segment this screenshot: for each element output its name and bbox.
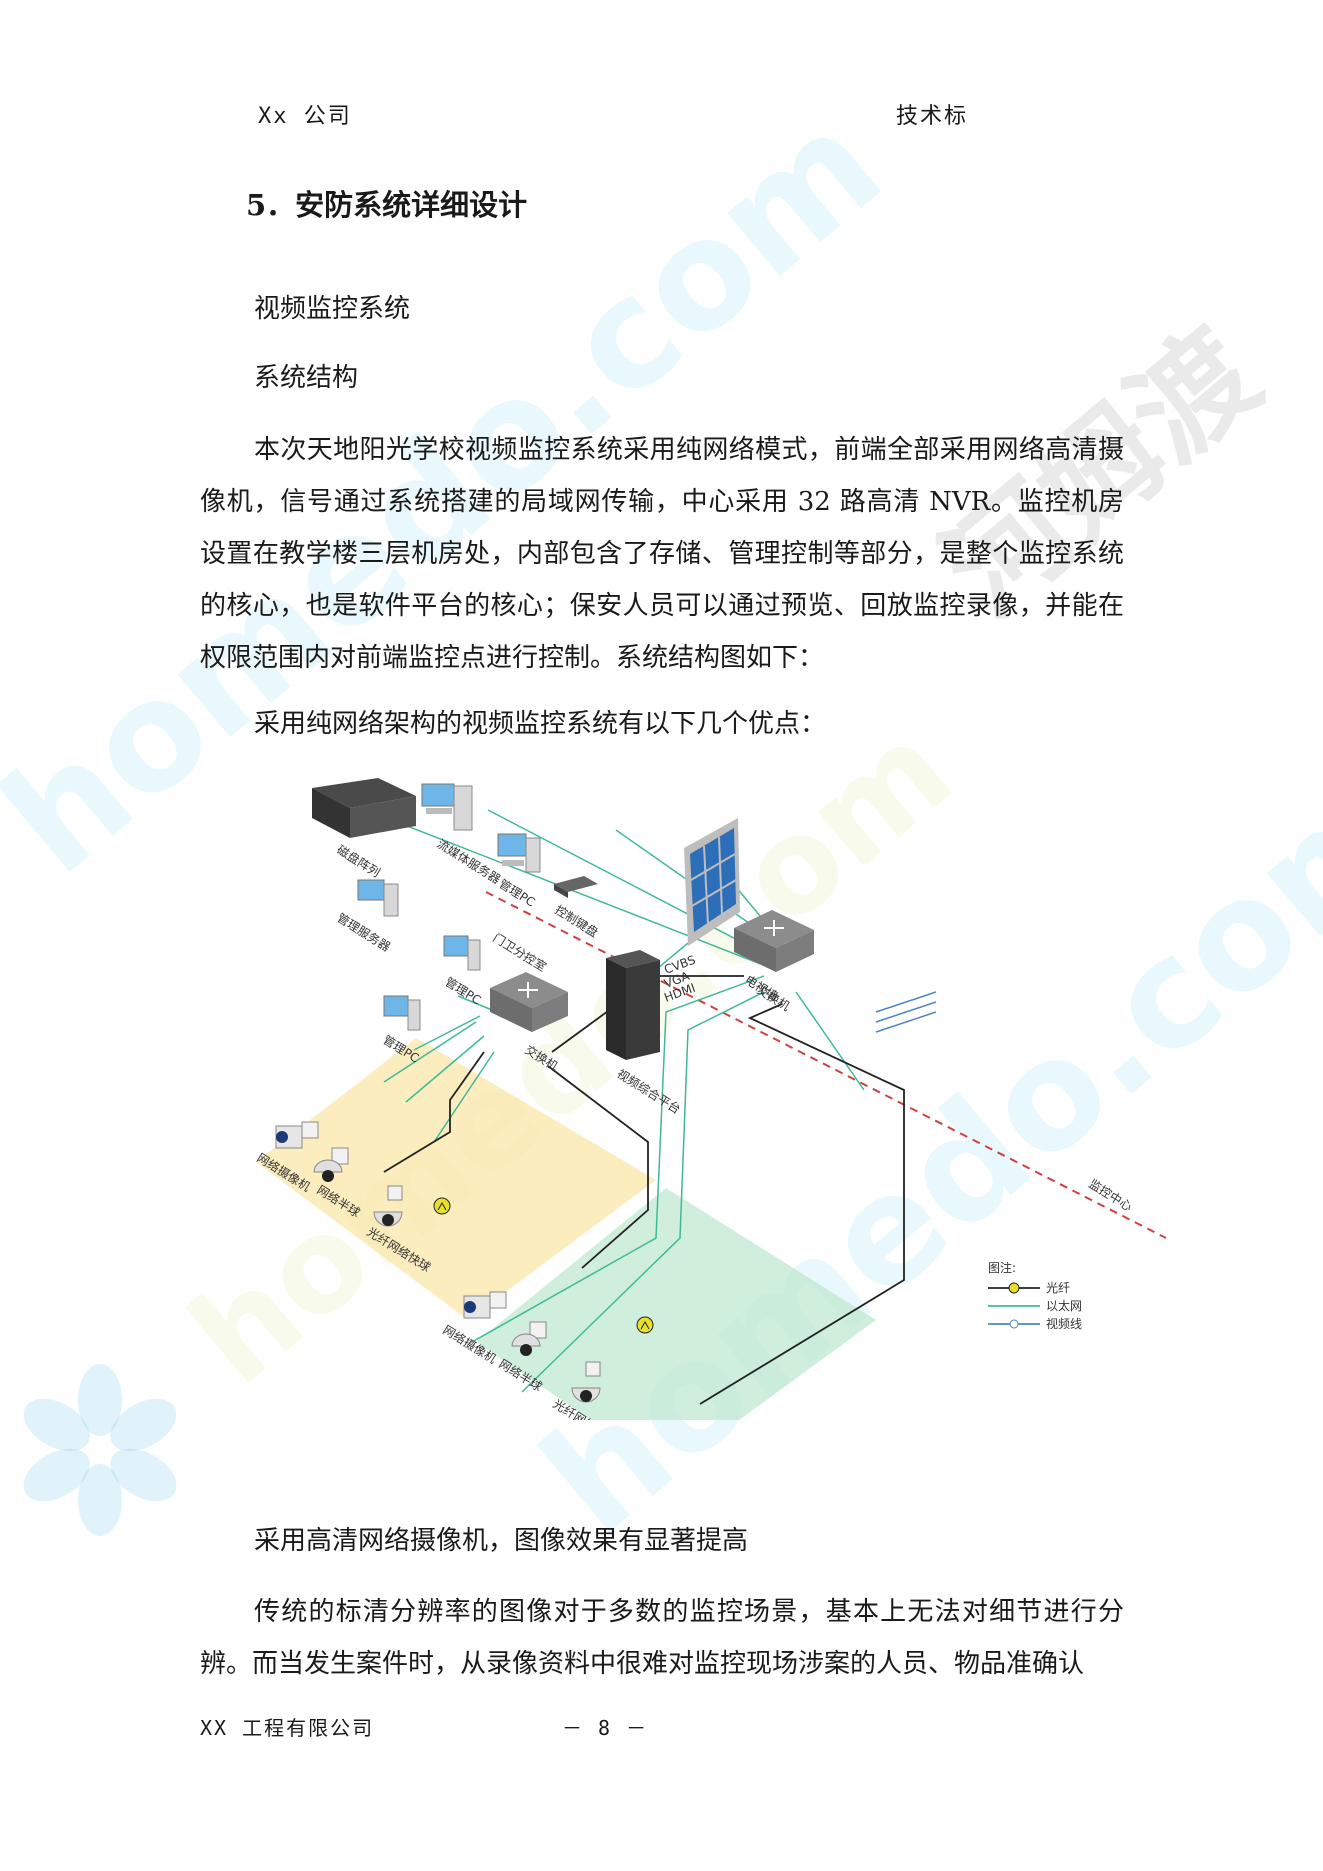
advantage-1-heading: 采用高清网络摄像机，图像效果有显著提高 xyxy=(254,1526,749,1556)
computer-icon xyxy=(497,833,541,873)
area-divider-line xyxy=(485,891,1167,1239)
speed-dome-icon xyxy=(571,1361,601,1403)
label-gate-room: 门卫分控室 xyxy=(490,930,549,975)
label-gate-switch: 交换机 xyxy=(522,1042,560,1074)
resolution-paragraph: 传统的标清分辨率的图像对于多数的监控场景，基本上无法对细节进行分辨。而当发生案件… xyxy=(200,1597,1124,1679)
stream-server-icon xyxy=(421,783,473,831)
fiber-marker-icon xyxy=(636,1316,654,1334)
label-monitor-center: 监控中心 xyxy=(1086,1176,1135,1214)
flower-logo-icon xyxy=(23,1364,177,1536)
advantages-intro: 采用纯网络架构的视频监控系统有以下几个优点： xyxy=(254,709,827,739)
video-lines xyxy=(875,991,937,1033)
speed-dome-icon xyxy=(373,1185,403,1227)
legend-fiber: 光纤 xyxy=(1046,1281,1070,1295)
monitor-center-zone xyxy=(476,1188,876,1420)
label-disk-array: 磁盘阵列 xyxy=(334,842,383,880)
subsection-system-structure: 系统结构 xyxy=(254,363,359,393)
system-description-paragraph: 本次天地阳光学校视频监控系统采用纯网络模式，前端全部采用网络高清摄像机，信号通过… xyxy=(200,435,1124,673)
page-number: － 8 － xyxy=(562,1716,649,1740)
video-platform-icon xyxy=(606,950,660,1060)
label-stream-server: 流媒体服务器 xyxy=(434,836,503,887)
label-gate-mgmt-pc: 管理PC xyxy=(442,974,484,1008)
fiber-marker-icon xyxy=(1008,1282,1020,1294)
control-keyboard-icon xyxy=(554,876,598,898)
switch-icon xyxy=(490,972,568,1032)
fiber-marker-icon xyxy=(433,1197,451,1215)
disk-array-icon xyxy=(312,778,416,838)
section-title: 5．安防系统详细设计 xyxy=(246,188,528,222)
dome-camera-icon xyxy=(313,1147,349,1182)
system-structure-diagram: 磁盘阵列 流媒体服务器 管理PC 管理服务器 控制键盘 电视墙 交换机 视频综合… xyxy=(254,778,1167,1420)
label-video-platform: 视频综合平台 xyxy=(614,1066,683,1117)
computer-icon xyxy=(443,935,481,971)
legend-title: 图注: xyxy=(988,1260,1016,1275)
header-company: Xx 公司 xyxy=(258,104,352,129)
label-mgmt-pc: 管理PC xyxy=(496,876,538,910)
legend-ethernet: 以太网 xyxy=(1046,1298,1082,1313)
legend-video-line: 视频线 xyxy=(1046,1316,1082,1331)
computer-icon xyxy=(383,995,421,1031)
label-control-keyboard: 控制键盘 xyxy=(552,902,601,940)
diagram-legend: 图注: 光纤 以太网 视频线 xyxy=(988,1260,1082,1331)
tv-wall-icon xyxy=(684,818,740,946)
network-camera-icon xyxy=(275,1121,319,1149)
gate-room-zone xyxy=(256,1038,656,1320)
label-mgmt-server: 管理服务器 xyxy=(334,910,393,955)
subsection-video-monitoring: 视频监控系统 xyxy=(254,294,411,324)
fiber-lines xyxy=(383,975,905,1405)
footer-company: XX 工程有限公司 xyxy=(200,1716,375,1740)
server-icon xyxy=(357,879,399,917)
dome-camera-icon xyxy=(511,1321,547,1356)
header-doc-type: 技术标 xyxy=(896,104,969,129)
network-camera-icon xyxy=(463,1291,507,1319)
switch-icon xyxy=(734,910,814,972)
